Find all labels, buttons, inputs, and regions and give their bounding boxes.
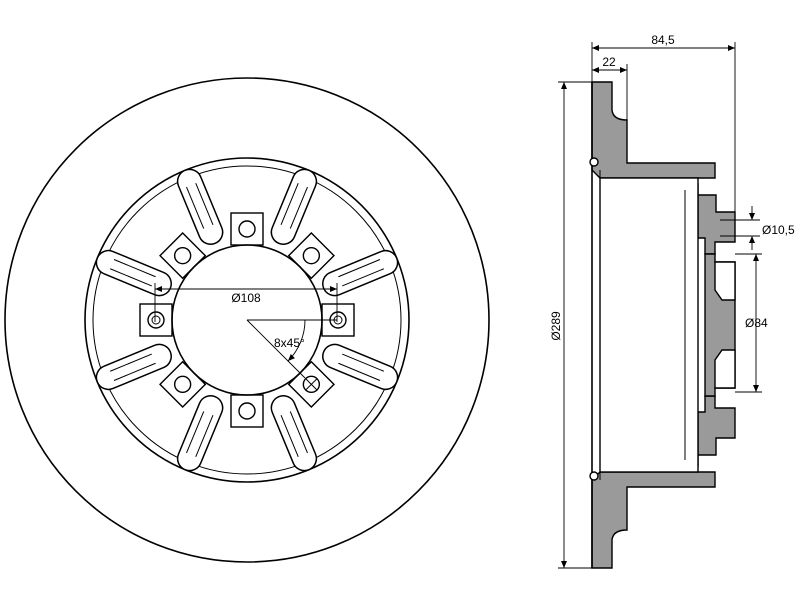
hub-flange-detail (714, 261, 736, 301)
hub-inner-ring (92, 165, 402, 475)
vent-slot (176, 168, 224, 245)
side-view: 84,5 22 Ø289 Ø10,5 Ø84 (549, 33, 795, 569)
bolt-hole (287, 232, 335, 280)
hole-diameter-label: Ø10,5 (762, 223, 795, 237)
vent-slot (95, 343, 172, 391)
hub-flange-detail-low (714, 349, 736, 389)
front-view: Ø108 8x45° (4, 77, 490, 563)
bolt-circle-label: Ø108 (231, 291, 261, 305)
vent-hole-top (589, 157, 599, 167)
thickness-label: 22 (602, 55, 616, 69)
vent-slot (176, 395, 224, 472)
bolt-hole (230, 212, 264, 246)
angle-arc (287, 319, 306, 362)
hub-outer-ring (84, 157, 410, 483)
vent-slot (95, 249, 172, 297)
angle-leg-diagonal (246, 319, 306, 379)
vent-slots (95, 168, 399, 472)
disc-outer-edge (4, 77, 490, 563)
hub-body (599, 177, 699, 473)
bolt-hole (230, 394, 264, 428)
outer-diameter-label: Ø289 (549, 311, 563, 341)
vent-hole-bottom (589, 471, 599, 481)
vent-slot (322, 343, 399, 391)
vent-slot (270, 395, 318, 472)
vent-slot (270, 168, 318, 245)
overall-width-label: 84,5 (651, 33, 675, 47)
bolt-hole (159, 232, 207, 280)
hub-diameter-label: Ø84 (745, 316, 768, 330)
bolt-hole (139, 303, 173, 337)
bolt-hole (159, 360, 207, 408)
vent-slot (322, 249, 399, 297)
bolt-angle-label: 8x45° (274, 336, 305, 350)
